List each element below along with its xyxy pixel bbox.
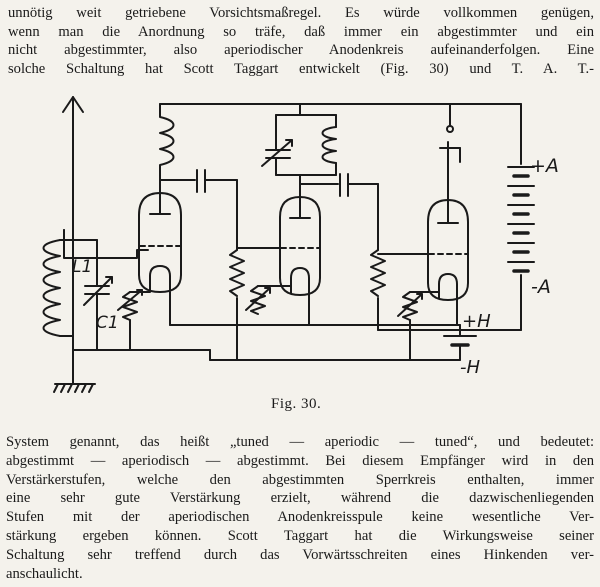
antenna xyxy=(62,96,84,351)
label-plus-a: +A xyxy=(530,155,559,177)
resistor-1 xyxy=(229,249,245,297)
label-l1: L1 xyxy=(72,257,92,277)
circuit-schematic: L1 C1 xyxy=(42,96,559,393)
text-line: Verstärkerstufen, welche den abgestimmte… xyxy=(6,471,594,488)
text-line: stärkung ergeben können. Scott Taggart h… xyxy=(6,527,594,544)
text-line: nicht abgestimmter, also aperiodischer A… xyxy=(8,42,594,59)
label-c1: C1 xyxy=(96,313,119,333)
text-line: System genannt, das heißt „tuned — aperi… xyxy=(6,434,594,450)
resistor-2 xyxy=(370,249,386,297)
ground-symbol xyxy=(53,349,96,393)
capacitor-c1 xyxy=(72,239,113,351)
paragraph-top: unnötig weit getriebene Vorsichtsmaßrege… xyxy=(8,4,594,78)
text-line: wenn man die Anordnung so träfe, daß imm… xyxy=(8,23,594,40)
text-line: unnötig weit getriebene Vorsichtsmaßrege… xyxy=(8,5,594,21)
rheostat-2 xyxy=(250,285,266,315)
label-plus-h: +H xyxy=(462,311,491,332)
text-line: Schaltung sehr treffend durch das Vorwär… xyxy=(6,546,594,563)
coupling-capacitor-1 xyxy=(196,169,206,193)
text-line: Stufen mit der aperiodischen Anodenkreis… xyxy=(6,509,594,526)
tube-3 xyxy=(427,199,469,301)
filament-battery xyxy=(443,324,477,361)
label-minus-a: -A xyxy=(531,276,551,298)
text-line: solche Schaltung hat Scott Taggart entwi… xyxy=(8,60,594,77)
text-line: anschaulicht. xyxy=(6,565,83,582)
paragraph-bottom: System genannt, das heißt „tuned — aperi… xyxy=(6,433,594,583)
circuit-diagram: L1 C1 xyxy=(0,84,600,424)
coil-l1 xyxy=(42,239,74,337)
text-line: abgestimmt — aperiodisch — abgestimmt. B… xyxy=(6,452,594,469)
headphone-jack xyxy=(439,103,461,163)
label-minus-h: -H xyxy=(460,357,480,378)
tuned-circuit xyxy=(261,103,337,176)
tube-2 xyxy=(279,196,321,296)
text-line: eine sehr gute Verstärkung erzielt, währ… xyxy=(6,490,594,507)
choke-coil xyxy=(159,103,175,176)
plate-battery xyxy=(507,103,535,331)
figure-caption: Fig. 30. xyxy=(271,396,322,412)
coupling-capacitor-2 xyxy=(339,173,349,197)
tube-1 xyxy=(138,192,182,293)
rheostat-3 xyxy=(402,291,418,321)
